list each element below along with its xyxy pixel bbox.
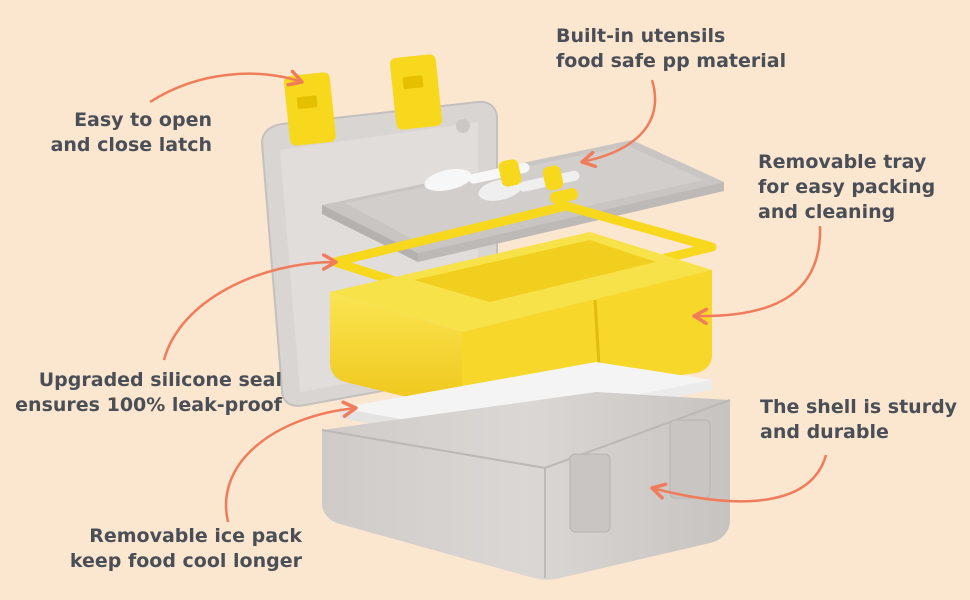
callout-utensils: Built-in utensils food safe pp material xyxy=(556,24,786,74)
callout-tray-line3: and cleaning xyxy=(758,201,896,223)
base-shell xyxy=(321,392,731,580)
callout-icepack-line1: Removable ice pack xyxy=(89,525,302,547)
callout-utensils-line1: Built-in utensils xyxy=(556,25,726,47)
latch-right xyxy=(389,54,443,130)
utensil-tray xyxy=(322,140,724,262)
latch-left xyxy=(283,72,336,146)
callout-latch: Easy to open and close latch xyxy=(51,108,212,158)
callout-seal-line2: ensures 100% leak-proof xyxy=(15,394,282,416)
callout-shell-line2: and durable xyxy=(760,421,889,443)
callout-shell: The shell is sturdy and durable xyxy=(760,395,957,445)
callout-utensils-line2: food safe pp material xyxy=(556,50,787,72)
callout-tray-line2: for easy packing xyxy=(758,176,936,198)
callout-seal-line1: Upgraded silicone seal xyxy=(38,369,282,391)
callout-tray-line1: Removable tray xyxy=(758,151,927,173)
callout-icepack-line2: keep food cool longer xyxy=(69,550,302,572)
callout-latch-line2: and close latch xyxy=(50,134,212,156)
arrows xyxy=(149,69,828,523)
callout-icepack: Removable ice pack keep food cool longer xyxy=(70,524,302,574)
callout-shell-line1: The shell is sturdy xyxy=(760,396,958,418)
food-tray xyxy=(330,232,712,408)
callout-latch-line1: Easy to open xyxy=(74,109,212,131)
callout-seal: Upgraded silicone seal ensures 100% leak… xyxy=(15,368,282,418)
callout-tray: Removable tray for easy packing and clea… xyxy=(758,150,935,225)
